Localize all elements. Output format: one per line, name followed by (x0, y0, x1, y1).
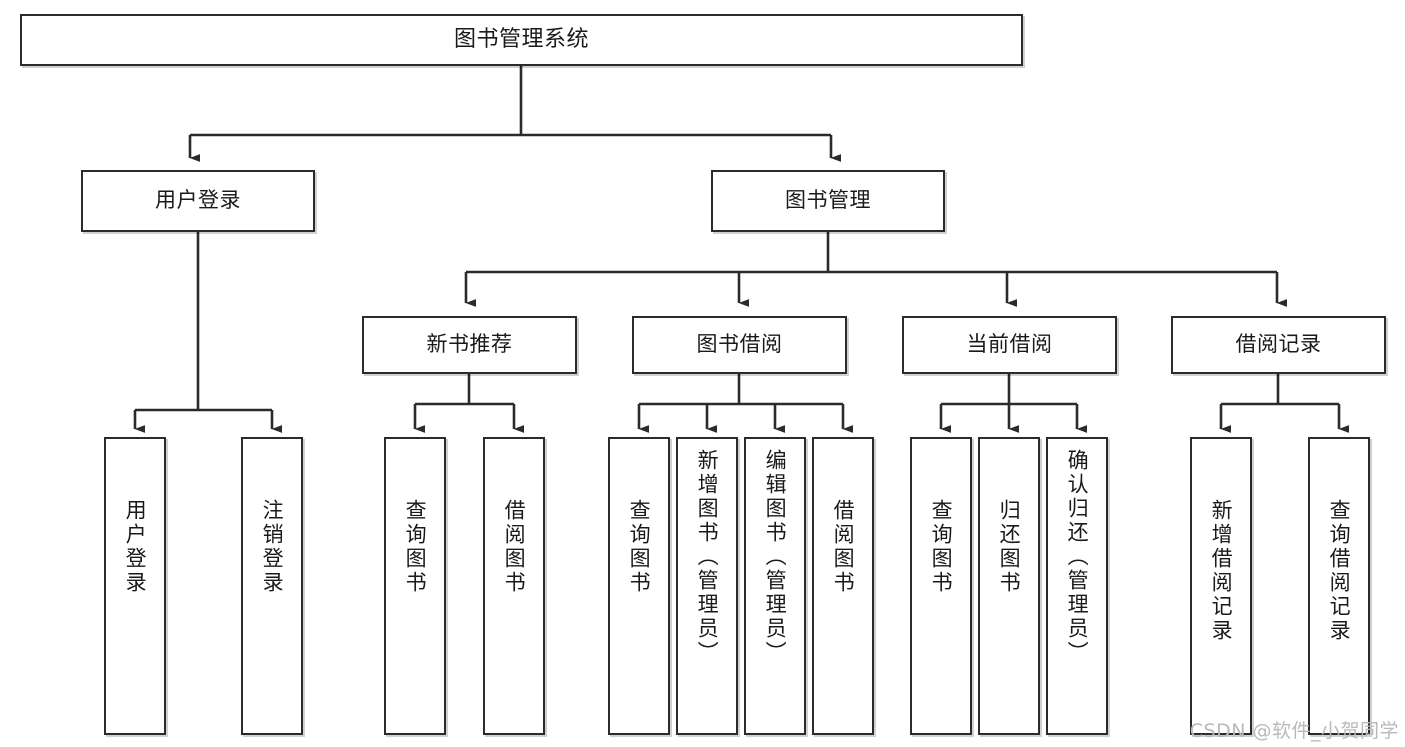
node-label: 新增图书（管理员） (695, 449, 720, 665)
node-label: 确认归还（管理员） (1065, 449, 1090, 665)
leaf-record-query-record[interactable]: 查询借阅记录 (1308, 437, 1370, 735)
node-label: 归还图书 (997, 499, 1022, 595)
leaf-borrow-query-book[interactable]: 查询图书 (608, 437, 670, 735)
node-label: 图书借阅 (696, 332, 783, 357)
node-label: 新增借阅记录 (1209, 499, 1234, 643)
leaf-record-add-record[interactable]: 新增借阅记录 (1190, 437, 1252, 735)
leaf-borrow-add-book-admin[interactable]: 新增图书（管理员） (676, 437, 738, 735)
node-label: 查询图书 (403, 499, 428, 595)
node-label: 查询图书 (929, 499, 954, 595)
node-label: 用户登录 (123, 499, 148, 595)
leaf-user-login-logout[interactable]: 注销登录 (241, 437, 303, 735)
leaf-current-query-book[interactable]: 查询图书 (910, 437, 972, 735)
node-book-borrow[interactable]: 图书借阅 (632, 316, 847, 374)
leaf-user-login-login[interactable]: 用户登录 (104, 437, 166, 735)
node-borrow-record[interactable]: 借阅记录 (1171, 316, 1386, 374)
leaf-recommend-borrow-book[interactable]: 借阅图书 (483, 437, 545, 735)
node-label: 借阅记录 (1235, 332, 1322, 357)
node-label: 用户登录 (155, 188, 241, 213)
node-user-login[interactable]: 用户登录 (81, 170, 315, 232)
leaf-recommend-query-book[interactable]: 查询图书 (384, 437, 446, 735)
node-label: 图书管理 (785, 188, 871, 213)
node-label: 新书推荐 (426, 332, 513, 357)
leaf-current-confirm-return-admin[interactable]: 确认归还（管理员） (1046, 437, 1108, 735)
node-label: 图书管理系统 (453, 26, 589, 52)
leaf-borrow-edit-book-admin[interactable]: 编辑图书（管理员） (744, 437, 806, 735)
node-new-book-recommend[interactable]: 新书推荐 (362, 316, 577, 374)
node-book-management[interactable]: 图书管理 (711, 170, 945, 232)
node-root-system[interactable]: 图书管理系统 (20, 14, 1023, 66)
node-label: 借阅图书 (831, 499, 856, 595)
node-label: 编辑图书（管理员） (763, 449, 788, 665)
node-label: 查询借阅记录 (1327, 499, 1352, 643)
leaf-borrow-borrow-book[interactable]: 借阅图书 (812, 437, 874, 735)
node-label: 借阅图书 (502, 499, 527, 595)
node-current-borrow[interactable]: 当前借阅 (902, 316, 1117, 374)
leaf-current-return-book[interactable]: 归还图书 (978, 437, 1040, 735)
watermark-text: CSDN @软件_小贺同学 (1189, 720, 1399, 742)
node-label: 当前借阅 (966, 332, 1053, 357)
node-label: 查询图书 (627, 499, 652, 595)
node-label: 注销登录 (260, 499, 285, 595)
